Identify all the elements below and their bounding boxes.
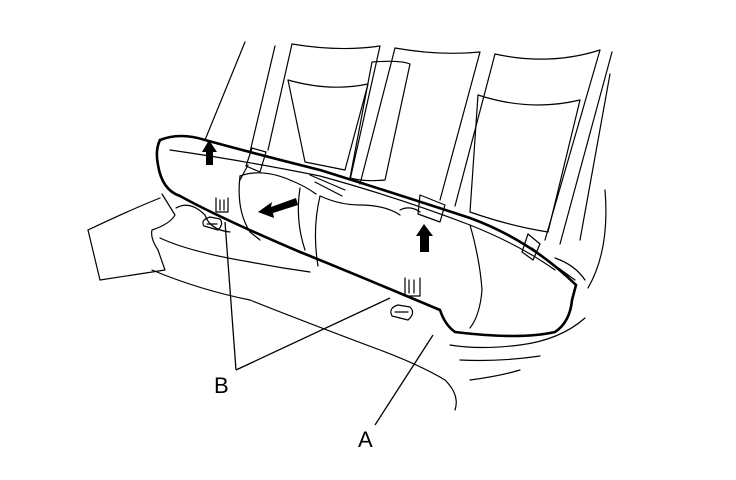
seat-cushion [155, 134, 578, 338]
floor-outline [87, 193, 586, 411]
callout-label-a: A [358, 427, 373, 452]
pull-up-arrow-icon [202, 140, 217, 165]
callout-a-leader [374, 334, 434, 426]
seat-striker-icon [390, 304, 414, 321]
seat-striker-icon [202, 216, 223, 231]
seat-belt-center [309, 174, 446, 223]
callout-b-leaders [224, 221, 391, 371]
seat-belt-left [239, 147, 267, 181]
pull-forward-arrow-icon [258, 198, 298, 218]
pull-up-arrow-icon [416, 224, 433, 252]
seat-hook-icon [404, 277, 421, 297]
seat-belt-right [521, 233, 576, 281]
seat-hook-icon [215, 197, 229, 213]
seat-back [204, 41, 613, 289]
callout-label-b: B [214, 373, 229, 398]
